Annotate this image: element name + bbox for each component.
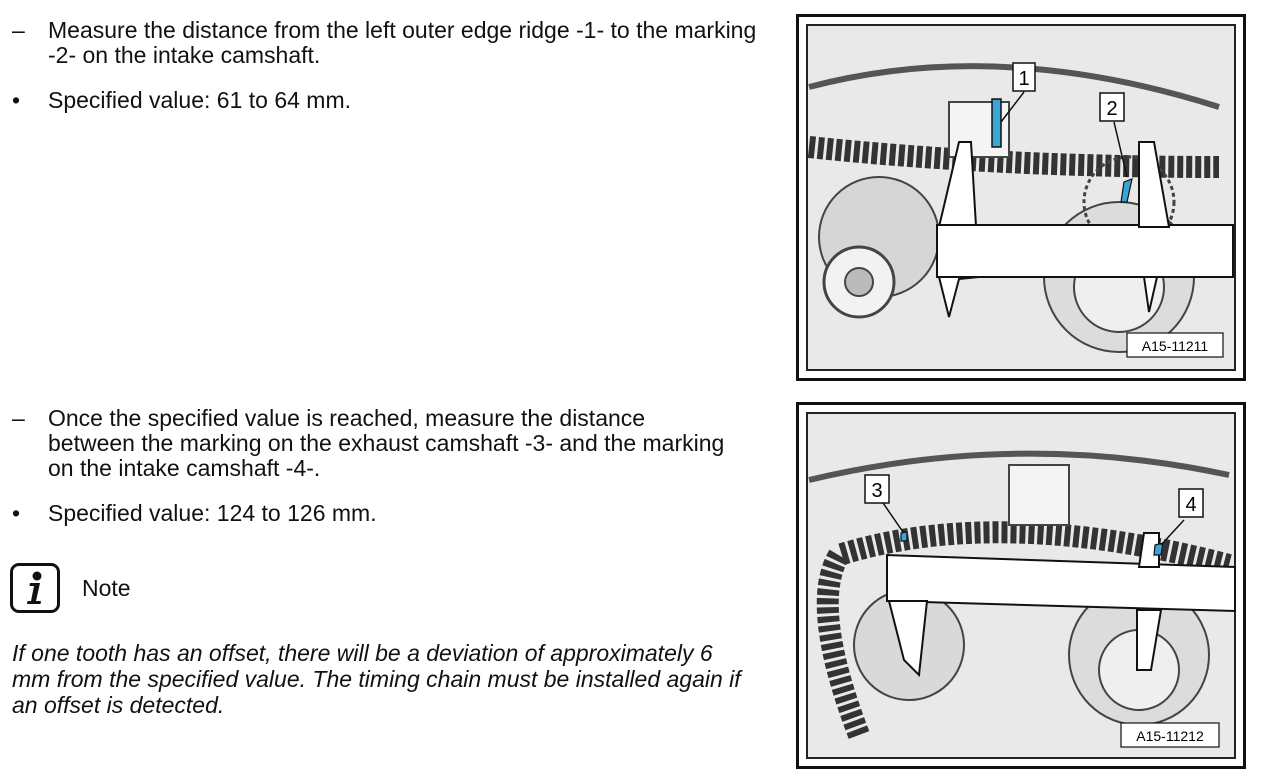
callout-3: 3	[871, 480, 882, 502]
dash-marker: –	[12, 17, 25, 43]
note-text: If one tooth has an offset, there will b…	[12, 640, 741, 718]
figure-1: 1 2 A15-11211	[796, 14, 1246, 381]
step-text: Once the specified value is reached, mea…	[48, 405, 725, 481]
callout-2: 2	[1106, 98, 1117, 120]
info-icon	[10, 563, 60, 613]
callout-4: 4	[1185, 494, 1196, 516]
spec-item: • Specified value: 124 to 126 mm.	[10, 501, 770, 526]
caliper-measurement-illustration-2: 3 4 A15-11212	[806, 412, 1236, 759]
note-header: Note	[10, 563, 131, 613]
spec-item: • Specified value: 61 to 64 mm.	[10, 88, 770, 113]
instruction-block-2: – Once the specified value is reached, m…	[10, 406, 770, 526]
spec-text: Specified value: 61 to 64 mm.	[48, 87, 351, 113]
step-text: Measure the distance from the left outer…	[48, 17, 757, 68]
figure-code: A15-11212	[1136, 728, 1204, 744]
dash-marker: –	[12, 405, 25, 431]
figure-2: 3 4 A15-11212	[796, 402, 1246, 769]
figure-code: A15-11211	[1142, 338, 1209, 354]
bullet-marker: •	[12, 500, 21, 526]
instruction-block-1: – Measure the distance from the left out…	[10, 18, 770, 113]
callout-1: 1	[1018, 68, 1029, 90]
bullet-marker: •	[12, 87, 21, 113]
caliper-measurement-illustration-1: 1 2 A15-11211	[806, 24, 1236, 371]
note-label: Note	[82, 574, 131, 601]
step-item: – Measure the distance from the left out…	[10, 18, 770, 68]
step-item: – Once the specified value is reached, m…	[10, 406, 770, 481]
spec-text: Specified value: 124 to 126 mm.	[48, 500, 377, 526]
